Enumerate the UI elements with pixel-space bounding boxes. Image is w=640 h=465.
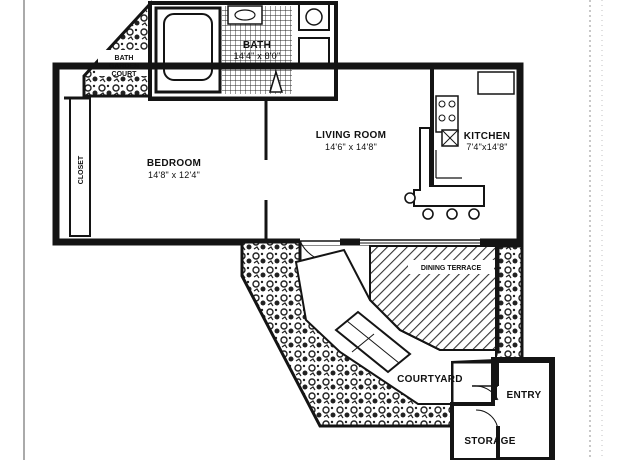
stool — [404, 192, 416, 204]
storage-room — [450, 402, 500, 462]
dining-terrace-label: DINING TERRACE — [421, 265, 482, 272]
stool — [446, 208, 458, 220]
courtyard-label: COURTYARD — [397, 374, 463, 385]
dryer — [298, 37, 330, 65]
bedroom-dims: 14'8" x 12'4" — [148, 170, 200, 180]
living-room-dims: 14'6" x 14'8" — [325, 142, 377, 152]
living-room-label: LIVING ROOM — [316, 130, 387, 141]
kitchen-dims: 7'4"x14'8" — [466, 142, 507, 152]
bath-garden-label-3: COURT — [112, 71, 138, 78]
storage-label: STORAGE — [464, 436, 515, 447]
toilet — [268, 69, 284, 93]
bath-label: BATH — [243, 40, 271, 51]
breakfast-bar — [413, 127, 485, 207]
bath-garden-label-1: BATH — [115, 55, 134, 62]
kitchen-label: KITCHEN — [464, 131, 511, 142]
kitchen-counter-top — [477, 71, 515, 95]
bath-dims: 14'4" x 8'0" — [234, 51, 281, 61]
stool — [422, 208, 434, 220]
closet-label: CLOSET — [78, 155, 85, 184]
entry-label: ENTRY — [506, 390, 541, 401]
stove — [435, 95, 459, 133]
storage-door-swing — [475, 409, 499, 433]
stool — [468, 208, 480, 220]
bedroom-label: BEDROOM — [147, 158, 201, 169]
bath-garden-label-2: GARDEN — [109, 63, 139, 70]
